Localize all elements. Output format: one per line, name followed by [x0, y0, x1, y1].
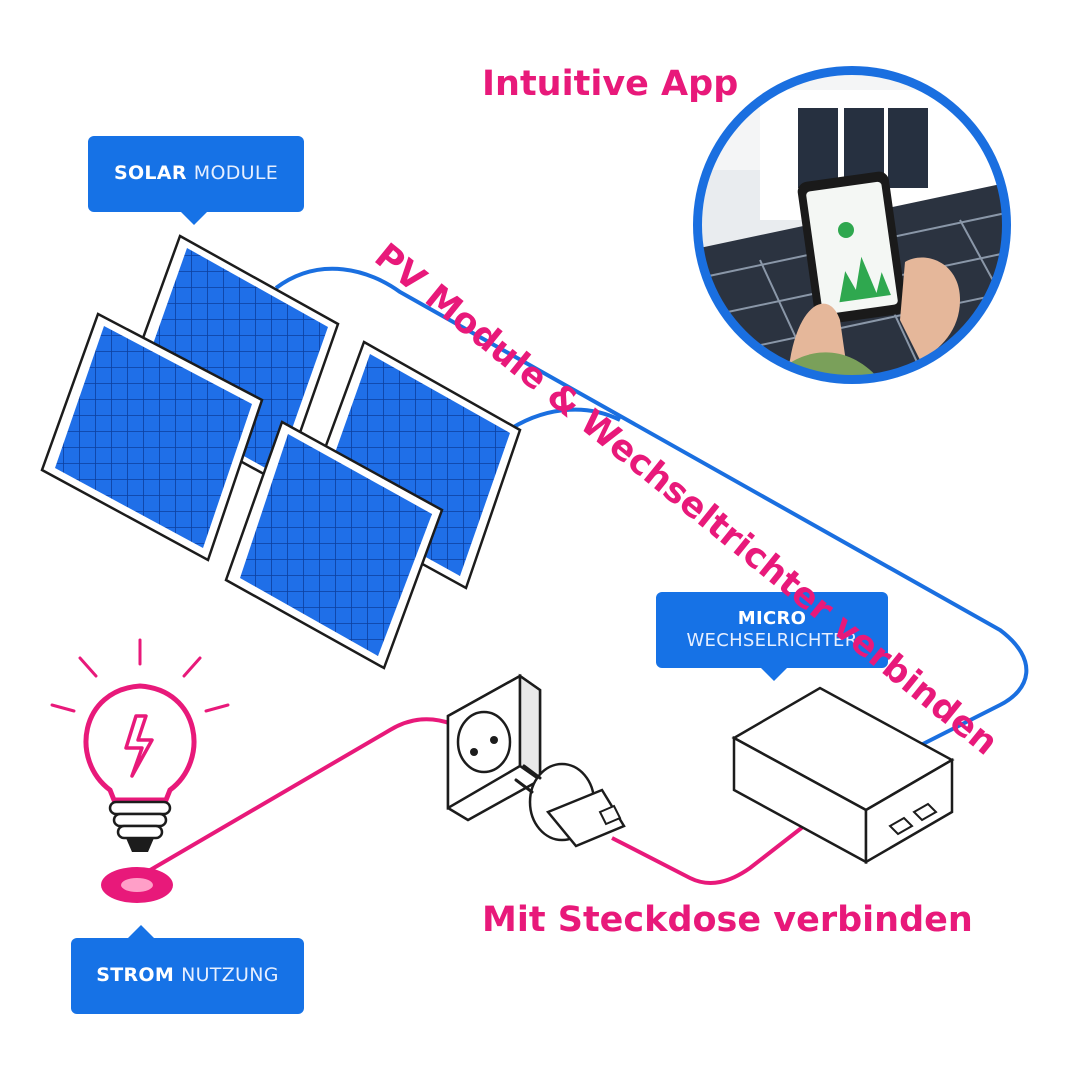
inverter-box-icon	[731, 686, 955, 865]
strom-label-bold: STROM	[96, 964, 175, 987]
micro-label-light: WECHSELRICHTER	[686, 630, 858, 651]
socket-connect-callout: Mit Steckdose verbinden	[482, 900, 973, 940]
micro-inverter-label: MICRO WECHSELRICHTER	[656, 592, 888, 681]
ac-cable-bulb	[138, 717, 453, 878]
strom-label-light: NUTZUNG	[181, 964, 279, 987]
solar-panel-icon	[224, 420, 444, 670]
micro-label-bold: MICRO	[737, 607, 807, 629]
power-plug-icon	[514, 762, 626, 848]
solar-label-light: MODULE	[193, 162, 279, 185]
app-callout: Intuitive App	[482, 64, 739, 104]
dc-cable-lower	[510, 407, 621, 430]
dc-cable-upper	[274, 266, 1029, 750]
solar-label-bold: SOLAR	[113, 162, 187, 185]
solar-panel-icon	[40, 312, 264, 562]
power-outlet-icon	[446, 673, 542, 822]
power-usage-label: STROM NUTZUNG	[71, 925, 304, 1014]
solar-module-label: SOLAR MODULE	[88, 136, 304, 225]
smartphone-app-photo	[693, 66, 1011, 384]
light-bulb-icon	[50, 638, 230, 903]
ac-cable-plug	[611, 810, 824, 885]
